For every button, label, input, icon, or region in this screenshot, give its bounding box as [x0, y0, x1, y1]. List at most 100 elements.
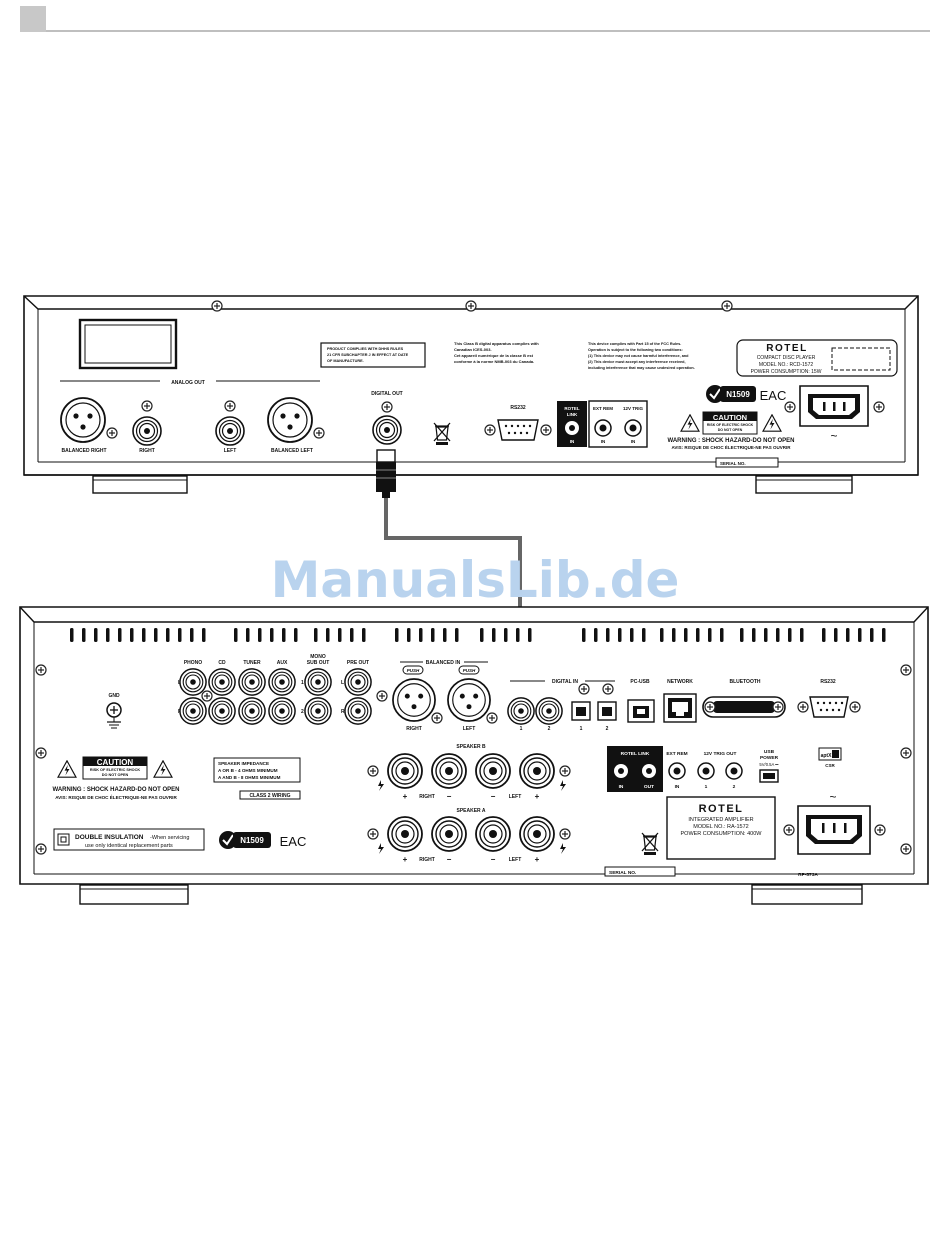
amp-ac-symbol: ~ [829, 790, 836, 804]
pc-usb-label: PC-USB [630, 679, 650, 685]
analog-out-label: ANALOG OUT [171, 380, 205, 386]
spk-b-minus-2: − [491, 792, 496, 801]
speaker-impedance-box [213, 757, 301, 783]
phono-l-rca-jack [179, 668, 207, 696]
usb-power-label-2: POWER [760, 755, 779, 761]
replacement-parts-text: use only identical replacement parts [85, 843, 173, 849]
vent-slot [764, 628, 768, 642]
screw-icon [849, 701, 861, 713]
csr-text: CSR [825, 763, 835, 768]
vent-slot [362, 628, 366, 642]
screw-icon [900, 664, 912, 676]
amp-caution-sub-2: DO NOT OPEN [102, 773, 129, 777]
push-tab-right [402, 665, 424, 675]
speaker-b-right-minus-terminal [431, 753, 467, 789]
class-b-text-2: Canadian ICES-003. [454, 347, 492, 352]
fcc-text-2: Operation is subject to the following tw… [588, 348, 683, 352]
amp-ext-rem-jack [668, 762, 686, 780]
gnd-label: GND [108, 693, 120, 699]
vent-slot [234, 628, 238, 642]
screw-icon [381, 401, 393, 413]
spk-b-left-label: LEFT [509, 794, 522, 800]
screw-icon [783, 824, 795, 836]
rotel-link-label-1: ROTEL [564, 406, 580, 411]
amp-serial-label: SERIAL NO. [609, 870, 636, 876]
vent-slot [528, 628, 532, 642]
digital-in-optical-1-port [571, 701, 591, 721]
class-b-text-3: Cet appareil numérique de la classe B es… [454, 353, 534, 358]
trig-in-label: IN [631, 439, 636, 444]
screw-icon [900, 843, 912, 855]
pre-r-label: R [341, 709, 345, 715]
bluetooth-label: BLUETOOTH [729, 679, 760, 685]
amp-rotel-link-in-label: IN [619, 784, 624, 790]
vent-slot [166, 628, 170, 642]
amp-model-line-1: INTEGRATED AMPLIFIER [688, 817, 753, 823]
ext-rem-label: EXT REM [593, 406, 613, 411]
screw-icon [224, 400, 236, 412]
digital-out-coaxial-jack [372, 415, 402, 445]
aptx-text: aptX [821, 753, 833, 759]
speaker-b-left-minus-terminal [475, 753, 511, 789]
speaker-impedance-title: SPEAKER IMPEDANCE [218, 761, 269, 766]
spk-a-right-label: RIGHT [419, 857, 435, 863]
screw-icon [465, 300, 477, 312]
aux-label: AUX [277, 660, 288, 666]
rp-code: RP-573A [798, 872, 818, 878]
screw-icon [367, 765, 379, 777]
hazard-bolt-icon [560, 780, 566, 791]
ext-rem-jack [594, 419, 612, 437]
vent-slot [350, 628, 354, 642]
cd-serial-dashed-box [831, 347, 891, 371]
double-insulation-label: DOUBLE INSULATION [75, 834, 144, 841]
pre-out-label: PRE OUT [347, 660, 369, 666]
amp-rotel-link-label: ROTEL LINK [621, 751, 650, 757]
sub-1-label: 1 [301, 680, 304, 686]
balanced-in-label: BALANCED IN [426, 660, 461, 666]
amp-ext-rem-in-label: IN [675, 784, 680, 790]
pre-l-label: L [341, 680, 344, 686]
phono-label: PHONO [184, 660, 202, 666]
network-label: NETWORK [667, 679, 693, 685]
vent-slot [106, 628, 110, 642]
rs232-db9-port [497, 419, 539, 441]
spk-a-minus-2: − [491, 855, 496, 864]
sub-out-2-rca-jack [304, 697, 332, 725]
page-corner-tab [20, 6, 46, 32]
balanced-in-right-xlr [392, 678, 436, 722]
vent-slot [582, 628, 586, 642]
vent-slot [516, 628, 520, 642]
vent-slot [480, 628, 484, 642]
vent-slot [672, 628, 676, 642]
amp-warning-text: WARNING : SHOCK HAZARD-DO NOT OPEN [53, 787, 180, 793]
mono-label: MONO [310, 654, 326, 660]
cd-serial-box [715, 457, 779, 468]
vent-slot [455, 628, 459, 642]
speaker-b-label: SPEAKER B [456, 744, 486, 750]
screw-icon [559, 765, 571, 777]
watermark-text: ManualsLib.de [271, 551, 680, 609]
vent-slot [258, 628, 262, 642]
trig-out-2-label: 2 [733, 784, 736, 790]
balanced-in-right-label: RIGHT [406, 726, 422, 732]
pre-out-l-rca-jack [344, 668, 372, 696]
vent-slot [800, 628, 804, 642]
vent-slot [431, 628, 435, 642]
vent-slot [118, 628, 122, 642]
left-rca-jack [215, 416, 245, 446]
dhhs-compliance-label [320, 342, 426, 368]
amp-ext-rem-label: EXT REM [666, 751, 687, 757]
hazard-bolt-icon [378, 780, 384, 791]
screw-icon [873, 401, 885, 413]
screw-icon [367, 828, 379, 840]
cd-ac-symbol: ~ [830, 429, 837, 443]
vent-slot [130, 628, 134, 642]
fcc-text-3: (1) This device may not cause harmful in… [588, 354, 689, 358]
screw-icon [486, 712, 498, 724]
vent-slot [606, 628, 610, 642]
vent-slot [846, 628, 850, 642]
cd-foot-right [755, 475, 853, 494]
digital-in-coax-1-jack [507, 697, 535, 725]
class2-label: CLASS 2 WIRING [249, 793, 290, 799]
